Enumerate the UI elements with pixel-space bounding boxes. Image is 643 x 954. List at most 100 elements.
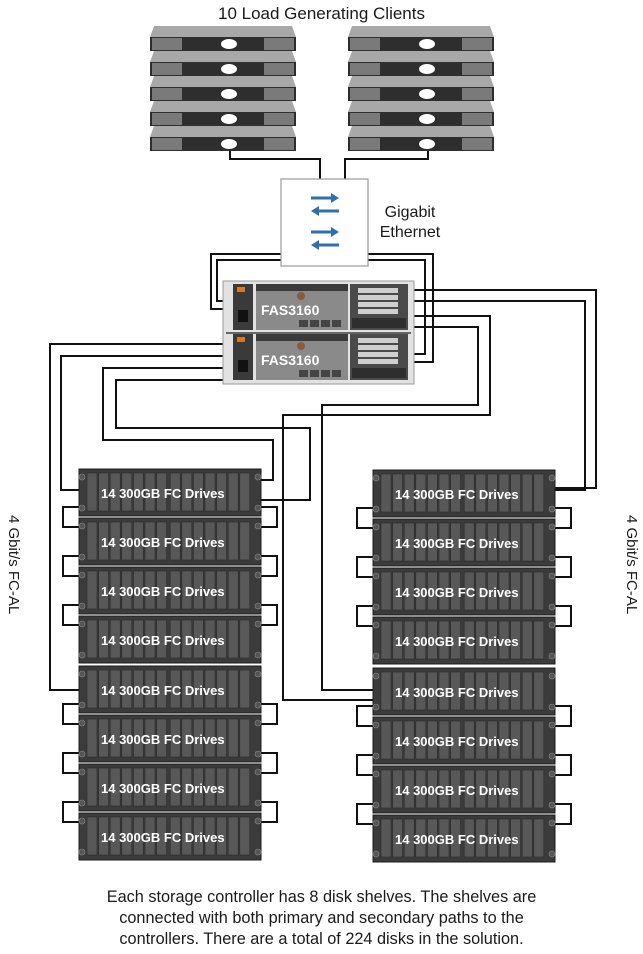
drive-bay — [109, 767, 121, 807]
drive-bay — [415, 522, 427, 562]
drive-bay — [498, 671, 510, 711]
drive-bay — [427, 769, 438, 809]
drive-bay — [450, 473, 461, 513]
drive-bay — [392, 818, 403, 858]
client-led-icon — [221, 64, 237, 74]
drive-bay — [86, 816, 98, 856]
drive-bay — [98, 472, 109, 512]
switch-label: Gigabit Ethernet — [372, 203, 448, 243]
drive-bay — [510, 769, 521, 809]
fc-cable — [282, 315, 491, 701]
drive-bay — [438, 671, 450, 711]
drive-bay — [204, 619, 216, 659]
fc-cable — [102, 367, 274, 481]
client-led-icon — [419, 139, 435, 149]
drive-bay — [533, 522, 545, 562]
drive-bay — [181, 521, 193, 561]
shelf-loop-cable — [356, 507, 373, 529]
drive-bay — [533, 720, 545, 760]
drive-bay — [475, 620, 487, 660]
drive-bay — [98, 570, 109, 610]
expansion-slot — [358, 359, 398, 364]
drive-bay — [475, 671, 487, 711]
disk-shelf: 14 300GB FC Drives — [372, 716, 556, 765]
drive-bay — [109, 570, 121, 610]
drive-bay — [133, 570, 144, 610]
network-port-icon — [321, 370, 330, 377]
drive-bay — [216, 767, 227, 807]
drive-bay — [463, 769, 475, 809]
drive-bay — [427, 473, 438, 513]
switch-label-line1: Gigabit — [384, 204, 436, 221]
shelf-loop-cable — [261, 752, 278, 774]
drive-bay — [392, 671, 403, 711]
switch-label-line2: Ethernet — [379, 224, 441, 241]
drive-bay — [403, 522, 415, 562]
drive-bay — [169, 619, 181, 659]
drive-bay — [403, 720, 415, 760]
drive-bay — [450, 818, 461, 858]
disk-shelf: 14 300GB FC Drives — [372, 765, 556, 814]
drive-bay — [415, 671, 427, 711]
shelf-loop-cable — [356, 803, 373, 825]
drive-bay — [169, 472, 181, 512]
drive-bay — [86, 472, 98, 512]
drive-bay — [227, 472, 239, 512]
drive-bay — [86, 570, 98, 610]
shelf-label: 14 300GB FC Drives — [395, 734, 519, 749]
shelf-loop-cable — [356, 556, 373, 578]
drive-bay — [463, 473, 475, 513]
network-port-icon — [299, 320, 308, 327]
drive-bay — [239, 718, 251, 758]
shelf-label: 14 300GB FC Drives — [101, 830, 225, 845]
drive-bay — [403, 571, 415, 611]
shelf-loop-cable — [555, 754, 572, 776]
drive-bay — [239, 619, 251, 659]
shelf-loop-cable — [555, 803, 572, 825]
drive-bay — [109, 669, 121, 709]
network-port-icon — [310, 370, 319, 377]
drive-bay — [475, 522, 487, 562]
drive-bay — [156, 521, 167, 561]
drive-bay — [392, 769, 403, 809]
drive-bay — [475, 571, 487, 611]
shelf-label: 14 300GB FC Drives — [101, 732, 225, 747]
client-led-icon — [221, 89, 237, 99]
expansion-slot — [358, 352, 398, 357]
drive-bay — [510, 620, 521, 660]
drive-bay — [403, 818, 415, 858]
drive-bay — [415, 818, 427, 858]
drive-bay — [427, 571, 438, 611]
shelf-loop-cable — [555, 507, 572, 529]
fc-cable — [414, 300, 586, 491]
controller-label: FAS3160 — [261, 352, 320, 368]
shelf-loop-cable — [356, 754, 373, 776]
disk-shelf: 14 300GB FC Drives — [78, 566, 262, 615]
drive-bay — [438, 473, 450, 513]
drive-bay — [239, 570, 251, 610]
drive-bay — [498, 571, 510, 611]
drive-bay — [510, 522, 521, 562]
drive-bay — [193, 521, 204, 561]
drive-bay — [193, 570, 204, 610]
drive-bay — [109, 718, 121, 758]
drive-bay — [227, 767, 239, 807]
drive-bay — [204, 472, 216, 512]
drive-bay — [121, 619, 133, 659]
power-socket-icon — [238, 310, 248, 322]
drive-bay — [181, 718, 193, 758]
drive-bay — [227, 619, 239, 659]
ethernet-cable — [216, 259, 281, 302]
shelf-label: 14 300GB FC Drives — [395, 487, 519, 502]
drive-bay — [133, 718, 144, 758]
drive-bay — [438, 769, 450, 809]
switch-box — [280, 178, 369, 267]
drive-bay — [144, 570, 156, 610]
drive-bay — [204, 669, 216, 709]
drive-bay — [487, 571, 498, 611]
drive-bay — [438, 818, 450, 858]
drive-bay — [109, 619, 121, 659]
drive-bay — [121, 669, 133, 709]
drive-bay — [239, 816, 251, 856]
drive-bay — [487, 671, 498, 711]
